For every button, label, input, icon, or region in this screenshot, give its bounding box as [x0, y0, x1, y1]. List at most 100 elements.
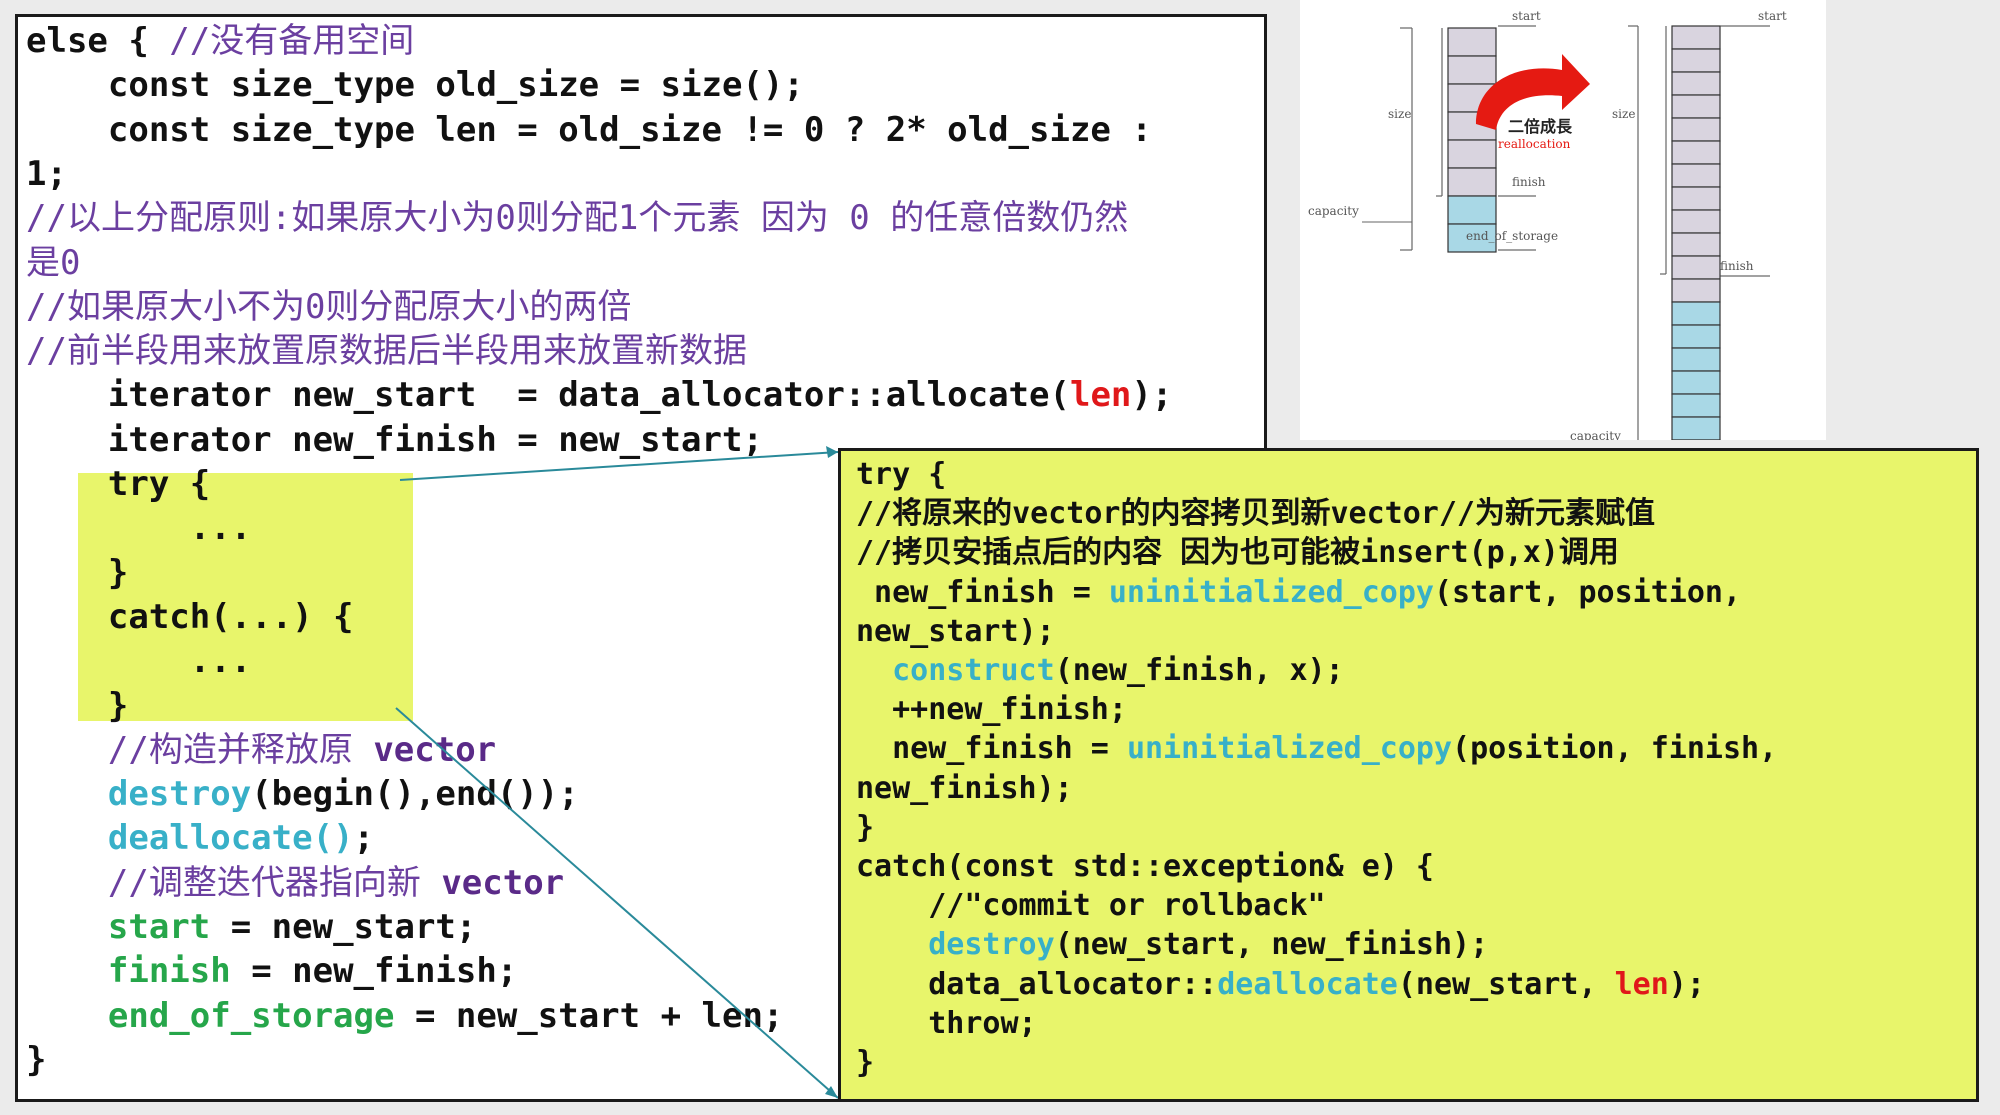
code-line: throw; — [856, 1004, 1036, 1043]
filled-cell — [1671, 71, 1721, 96]
code-line: construct(new_finish, x); — [856, 651, 1344, 690]
code-token: } — [856, 1045, 875, 1080]
code-token: end_of_storage — [107, 995, 395, 1036]
filled-cell — [1671, 209, 1721, 234]
code-line: } — [26, 1038, 46, 1082]
spare-cell — [1671, 416, 1721, 440]
code-token: deallocate() — [107, 818, 354, 859]
code-token: (new_start, new_finish); — [1054, 927, 1489, 963]
code-token: len — [1614, 966, 1669, 1002]
code-token: finish — [107, 951, 231, 992]
code-line: } — [26, 551, 128, 595]
code-line: iterator new_start = data_allocator::all… — [26, 373, 1172, 417]
code-token — [26, 774, 108, 814]
code-line: //前半段用来放置原数据后半段用来放置新数据 — [26, 329, 747, 373]
filled-cell — [1671, 140, 1721, 165]
arrow-caption: 二倍成長 — [1508, 117, 1573, 136]
code-line: data_allocator::deallocate(new_start, le… — [856, 965, 1705, 1004]
capacity-label: capacity — [1308, 204, 1359, 218]
spare-cell — [1671, 324, 1721, 349]
filled-cell — [1447, 27, 1497, 57]
code-token: uninitialized_copy — [1126, 731, 1453, 767]
code-line: destroy(begin(),end()); — [26, 772, 579, 816]
spare-cell — [1671, 393, 1721, 418]
code-token: (position, finish, — [1452, 731, 1778, 767]
code-line: //将原来的vector的内容拷贝到新vector//为新元素赋值 — [856, 494, 1655, 533]
code-token: ); — [1668, 966, 1705, 1002]
code-line: new_finish); — [856, 769, 1073, 808]
code-line: finish = new_finish; — [26, 949, 517, 993]
filled-cell — [1671, 186, 1721, 211]
code-token: catch(const std::exception& e) { — [856, 849, 1434, 884]
code-line: //如果原大小不为0则分配原大小的两倍 — [26, 285, 631, 329]
spare-cell — [1671, 370, 1721, 395]
code-line: //以上分配原则:如果原大小为0则分配1个元素 因为 0 的任意倍数仍然 — [26, 196, 1128, 240]
code-token — [856, 927, 928, 962]
code-token: const size_type len = old_size != 0 ? 2*… — [26, 109, 1152, 150]
diagram-svg: size capacity start finish end_of_storag… — [1308, 9, 1787, 440]
code-token: catch(...) { — [26, 596, 354, 637]
code-line: try { — [26, 462, 210, 506]
try-catch-detail-popup: try {//将原来的vector的内容拷贝到新vector//为新元素赋值//… — [838, 448, 1979, 1102]
size-label: size — [1612, 107, 1635, 121]
filled-cell — [1671, 94, 1721, 119]
filled-cell — [1671, 25, 1721, 50]
code-token: vector — [373, 729, 497, 770]
start-label: start — [1512, 9, 1541, 23]
code-token: 是0 — [26, 242, 81, 283]
code-line: //拷贝安插点后的内容 因为也可能被insert(p,x)调用 — [856, 533, 1619, 572]
code-token: //调整迭代器指向新 — [107, 862, 442, 903]
code-line: 是0 — [26, 241, 80, 285]
filled-cell — [1671, 48, 1721, 73]
code-token: //如果原大小不为0则分配原大小的两倍 — [26, 286, 632, 327]
code-token: (new_start, — [1397, 966, 1615, 1002]
code-line: new_start); — [856, 612, 1055, 651]
spare-cell — [1447, 223, 1497, 253]
filled-cell — [1671, 163, 1721, 188]
code-token: //前半段用来放置原数据后半段用来放置新数据 — [26, 331, 747, 372]
code-line: } — [26, 684, 128, 728]
start-label: start — [1758, 9, 1787, 23]
code-token: new_start); — [856, 613, 1055, 649]
code-token: iterator new_finish = new_start; — [26, 419, 763, 460]
code-token: = new_finish; — [230, 951, 518, 992]
code-token — [26, 730, 108, 770]
filled-cell — [1447, 55, 1497, 85]
code-token: //以上分配原则:如果原大小为0则分配1个元素 因为 0 的任意倍数仍然 — [26, 198, 1129, 239]
capacity-label: capacity — [1570, 429, 1621, 440]
spare-cell — [1447, 195, 1497, 225]
code-token: } — [26, 1039, 47, 1080]
code-line: catch(...) { — [26, 595, 354, 639]
finish-label: finish — [1720, 259, 1754, 273]
code-line: deallocate(); — [26, 816, 374, 860]
size-label: size — [1388, 107, 1411, 121]
code-token: try { — [26, 464, 211, 504]
code-line: const size_type old_size = size(); — [26, 63, 804, 107]
code-line: } — [856, 808, 874, 847]
code-token: = new_start; — [210, 907, 477, 947]
code-token: data_allocator:: — [856, 966, 1218, 1002]
after-vector — [1671, 25, 1721, 440]
code-token: len — [1069, 375, 1132, 416]
code-token: (begin(),end()); — [251, 774, 579, 815]
code-line: destroy(new_start, new_finish); — [856, 925, 1488, 964]
code-line: start = new_start; — [26, 905, 476, 949]
filled-cell — [1447, 139, 1497, 169]
code-line: //调整迭代器指向新 vector — [26, 861, 564, 905]
arrow-subcaption: reallocation — [1498, 137, 1571, 151]
code-token: (start, position, — [1433, 574, 1742, 610]
code-token: ++new_finish; — [856, 692, 1127, 728]
code-token: deallocate — [1217, 966, 1398, 1002]
code-line: ++new_finish; — [856, 690, 1127, 729]
code-line: ... — [26, 506, 251, 550]
code-token: ; — [353, 818, 375, 859]
code-line: else { //没有备用空间 — [26, 19, 414, 63]
code-token: const size_type old_size = size(); — [26, 65, 804, 106]
code-token: ... — [26, 508, 252, 549]
filled-cell — [1447, 167, 1497, 197]
code-token: } — [856, 809, 875, 845]
filled-cell — [1671, 232, 1721, 257]
code-token: = new_start + len; — [394, 995, 784, 1036]
code-token: ); — [1131, 375, 1173, 416]
filled-cell — [1671, 278, 1721, 303]
